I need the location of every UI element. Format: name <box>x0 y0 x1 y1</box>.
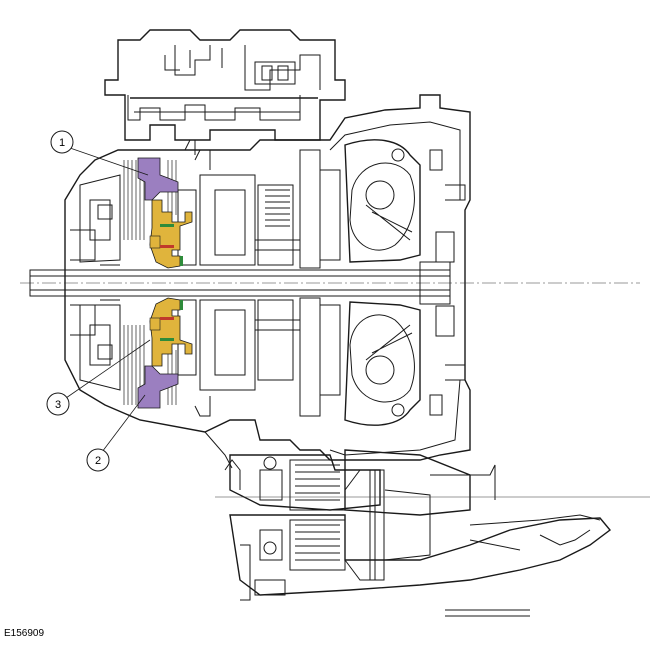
differential <box>215 449 650 617</box>
main-case <box>64 94 471 461</box>
callout-3: 3 <box>46 392 70 416</box>
forward-clutch-housing <box>70 174 121 391</box>
input-shaft <box>20 231 640 337</box>
callout-leaders <box>65 147 151 453</box>
callout-2: 2 <box>86 448 110 472</box>
callout-1-label: 1 <box>59 137 65 149</box>
planetary-gearset-lower <box>177 297 321 417</box>
carrier-hub-upper <box>149 199 193 269</box>
transfer-gears <box>229 454 381 511</box>
clutch-piston-upper <box>137 157 179 201</box>
clutch-piston-lower <box>137 365 179 409</box>
valve-body-housing <box>104 29 346 141</box>
internal-details <box>97 139 341 417</box>
extension-housing <box>204 431 241 490</box>
torque-converter <box>344 139 466 426</box>
callout-2-label: 2 <box>95 455 101 467</box>
callout-3-label: 3 <box>55 399 61 411</box>
callout-1: 1 <box>50 130 74 154</box>
figure-id-label: E156909 <box>4 628 45 639</box>
carrier-hub-lower <box>149 297 193 367</box>
seals <box>160 224 183 341</box>
